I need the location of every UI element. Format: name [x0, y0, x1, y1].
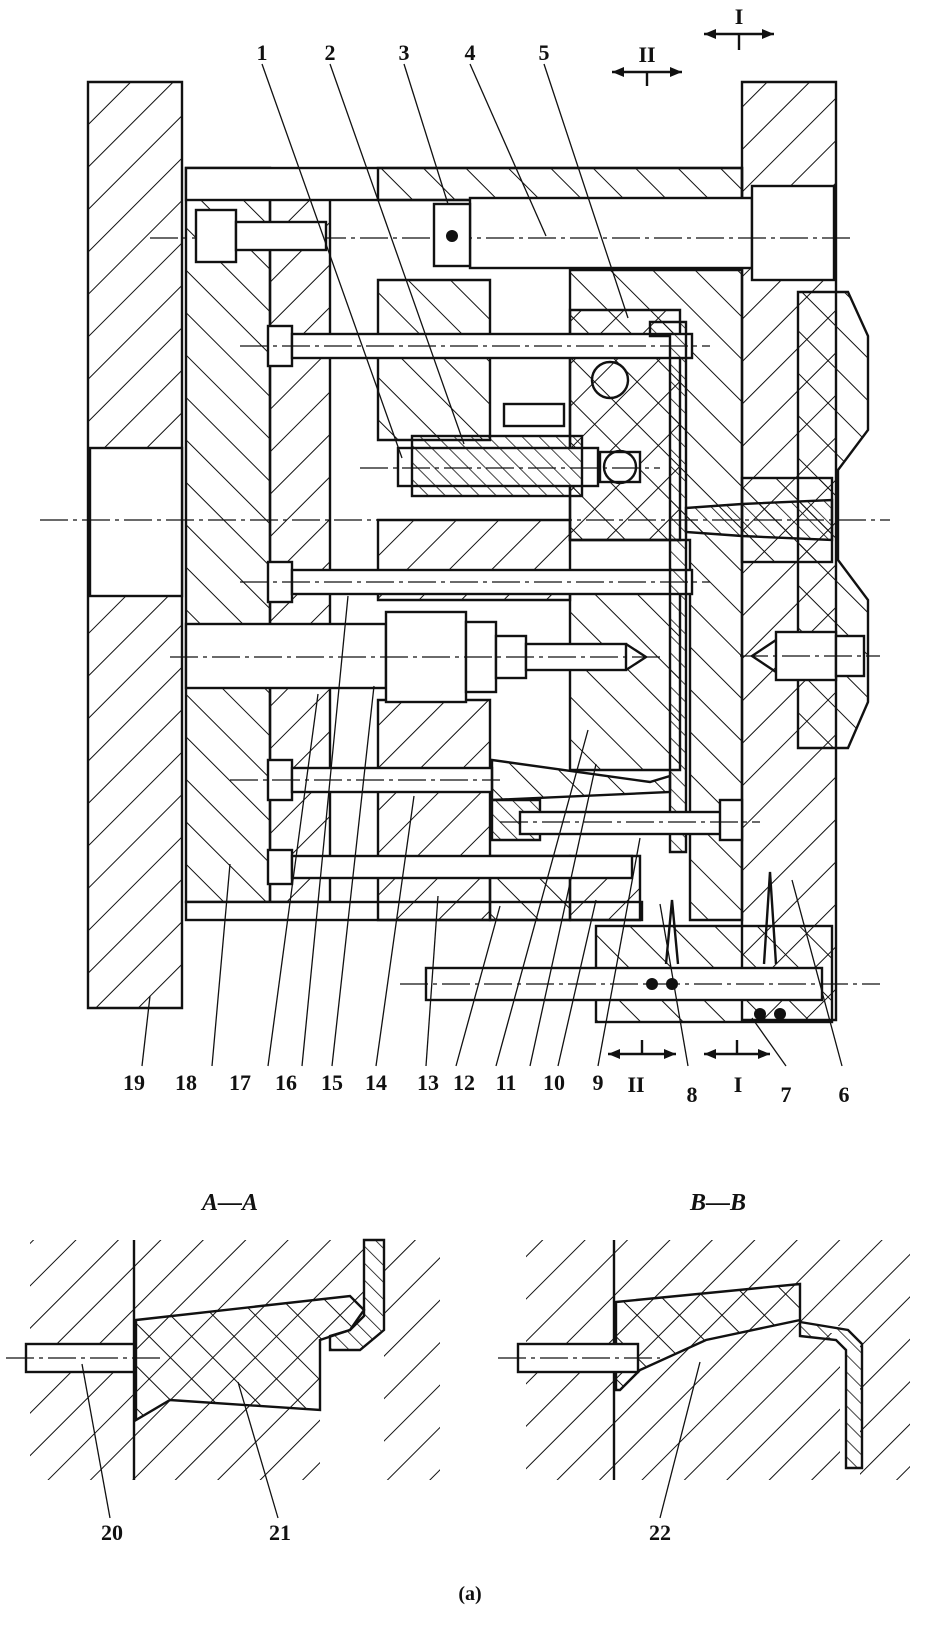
part-label-2: 2 [325, 40, 336, 65]
section-a-a-far-block [384, 1240, 440, 1480]
section-a-a-wedge [134, 1294, 366, 1423]
part-label-11: 11 [496, 1070, 517, 1095]
part-label-12: 12 [453, 1070, 475, 1095]
side-core-sleeve [410, 434, 584, 498]
screw-top-left [194, 208, 238, 264]
section-b-b-pin [516, 1342, 640, 1374]
guide-pin [468, 196, 754, 270]
section-mark-II-bottom: II [608, 1040, 676, 1097]
part-label-5: 5 [539, 40, 550, 65]
section-mark-I-top: I [704, 4, 774, 50]
part-label-15: 15 [321, 1070, 343, 1095]
locating-bore [88, 446, 184, 598]
part-label-6: 6 [839, 1082, 850, 1107]
bolt-top-mark [446, 230, 458, 242]
section-mark-II-top: II [612, 42, 682, 86]
part-label-9: 9 [593, 1070, 604, 1095]
section-a-a-part-wall [328, 1238, 386, 1352]
section-mark-I-bottom-label: I [734, 1072, 743, 1097]
section-b-b-far-block [806, 1240, 910, 1480]
leader-lines [141, 63, 843, 1067]
part-label-1: 1 [257, 40, 268, 65]
molded-part-wall [648, 320, 688, 854]
section-b-b-title: B—B [689, 1190, 746, 1216]
part-label-8: 8 [687, 1082, 698, 1107]
section-mark-II-top-label: II [638, 42, 655, 67]
part-label-18: 18 [175, 1070, 197, 1095]
part-label-17: 17 [229, 1070, 251, 1095]
part-label-19: 19 [123, 1070, 145, 1095]
figure-caption: (a) [458, 1583, 481, 1605]
part-label-7: 7 [781, 1082, 792, 1107]
part-label-10: 10 [543, 1070, 565, 1095]
spring-pins [646, 871, 786, 1020]
guide-pin-head [750, 184, 836, 282]
part-label-4: 4 [465, 40, 476, 65]
part-label-16: 16 [275, 1070, 297, 1095]
section-a-a-title: A—A [200, 1190, 258, 1216]
sprue-bushing [740, 476, 834, 564]
part-label-13: 13 [417, 1070, 439, 1095]
part-label-22: 22 [649, 1520, 671, 1545]
core-insert-lower [568, 578, 682, 772]
section-b-b-part-wall [798, 1320, 864, 1470]
section-b-b: B—B 22 [498, 1190, 910, 1545]
bolt-top [432, 202, 472, 268]
angled-slider [490, 758, 672, 802]
section-b-b-wedge [614, 1282, 802, 1392]
ejector-pins [230, 324, 710, 886]
section-mark-I-bottom: I [704, 1040, 770, 1097]
section-a-a: A—A 20 21 [6, 1190, 440, 1545]
part-label-3: 3 [399, 40, 410, 65]
part-label-14: 14 [365, 1070, 387, 1095]
section-mark-II-bottom-label: II [627, 1072, 644, 1097]
top-frame-hatch [376, 166, 744, 202]
part-label-21: 21 [269, 1520, 291, 1545]
support-plate [184, 166, 272, 904]
moving-plate-lower [376, 698, 492, 922]
part-label-20: 20 [101, 1520, 123, 1545]
main-assembly: II I II I [40, 4, 890, 1107]
push-rod [184, 622, 388, 690]
section-mark-I-top-label: I [735, 4, 744, 29]
